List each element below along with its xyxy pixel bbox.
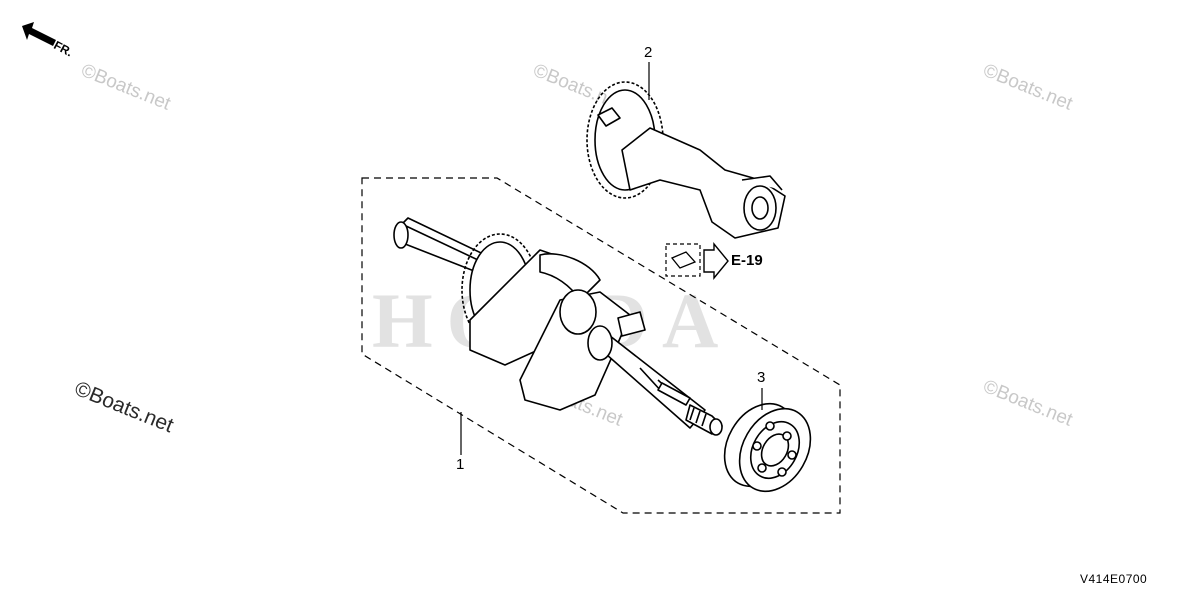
balancer-shaft-drawing [586, 81, 786, 239]
front-direction-arrow-icon [22, 22, 56, 46]
ball-bearing-drawing [723, 402, 812, 493]
reference-key-icon [665, 242, 729, 280]
crankshaft-drawing [393, 217, 723, 436]
reference-code-link[interactable]: E-19 [731, 252, 763, 269]
part-callout-1[interactable]: 1 [456, 456, 465, 473]
assembly-boundary-dashed [361, 177, 841, 514]
part-callout-2[interactable]: 2 [644, 44, 653, 61]
part-callout-3[interactable]: 3 [757, 369, 766, 386]
diagram-code: V414E0700 [1080, 572, 1148, 586]
